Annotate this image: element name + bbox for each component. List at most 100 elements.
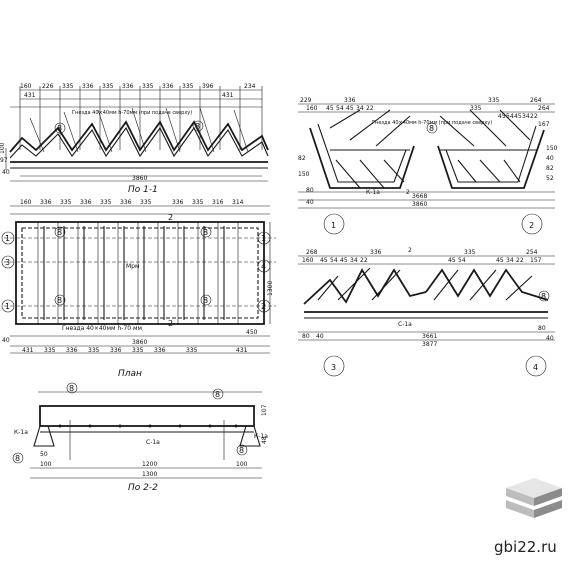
plan-dim: 335	[186, 347, 198, 354]
plan-dim: 336	[154, 347, 166, 354]
frame-3-small-dim: 45	[340, 257, 348, 264]
plan-dim: 316	[212, 199, 224, 206]
watermark-text: gbi22.ru	[494, 538, 557, 556]
frame-2-side-dim: 40	[546, 155, 554, 162]
section-1-1-dim: 335	[142, 83, 154, 90]
frame-4-small-dim: 34	[506, 257, 514, 264]
section-1-1-dim: 396	[202, 83, 214, 90]
frame-4-side-dim: 80	[538, 325, 546, 332]
frame-1-small-dim: 45	[326, 105, 334, 112]
frame-3-small-dim: 22	[360, 257, 368, 264]
plan-callout: 8	[203, 228, 208, 237]
plan-section-mark: 3	[5, 258, 10, 267]
section-1-1-side-dim: 100	[0, 142, 6, 154]
frame-4-dim: 254	[526, 249, 538, 256]
plan-dim: 335	[100, 199, 112, 206]
section-2-2-side-dim: 107	[261, 404, 268, 416]
section-2-2-title: По 2-2	[128, 483, 158, 493]
plan-side-dim: 40	[2, 337, 10, 344]
frame-1-small-dim: 45	[346, 105, 354, 112]
frame-1-cut: 2	[406, 189, 410, 196]
section-1-1-dim: 431	[222, 92, 234, 99]
frame-2-small-dim: 45	[514, 113, 522, 120]
frame-4-dim: 335	[464, 249, 476, 256]
section-2-2-label: К-1а	[14, 429, 28, 436]
section-1-1-dim: 336	[122, 83, 134, 90]
plan-dim: 335	[44, 347, 56, 354]
frame-4-small-dim: 54	[458, 257, 466, 264]
section-1-1-dim: 335	[102, 83, 114, 90]
section-1-1-dim: 336	[162, 83, 174, 90]
plan-section-mark: 4	[261, 262, 266, 271]
plan-view: План 3860 Гнезда 40×40мм h-70 мм Мрм 160…	[1, 199, 276, 379]
section-2-2-dim: 100	[236, 461, 248, 468]
frame-1-side-dim: 82	[298, 155, 306, 162]
frame-1-dim: 336	[344, 97, 356, 104]
frame-1-bottom-dim: 3668	[412, 193, 427, 200]
section-1-1-total: 3860	[132, 175, 147, 182]
frame-3-dim: 336	[370, 249, 382, 256]
frame-3-small-dim: 54	[330, 257, 338, 264]
frame-4-bottom-dim: 3877	[422, 341, 437, 348]
plan-dim: 431	[22, 347, 34, 354]
section-1-1-dim: 335	[182, 83, 194, 90]
section-1-1-dim: 336	[82, 83, 94, 90]
frame-1-label: К-1а	[366, 189, 380, 196]
plan-dim: 336	[80, 199, 92, 206]
frame-1-dim: 335	[488, 97, 500, 104]
frame-2-callout: 8	[429, 124, 434, 133]
frame-1-mark: 1	[331, 221, 336, 230]
section-1-1: По 1-1 3860 Гнезда 40×40мм h-70мм (при п…	[0, 83, 269, 195]
section-1-1-side-dim: 40	[2, 169, 10, 176]
plan-total: 3860	[132, 339, 147, 346]
section-1-1-note: Гнезда 40×40мм h-70мм (при подаче сверху…	[72, 110, 192, 116]
section-2-2-label: К-1а	[254, 433, 268, 440]
frame-3-callout: 8	[541, 292, 546, 301]
frame-2-dim: 264	[538, 105, 550, 112]
frame-4-small-dim: 157	[530, 257, 542, 264]
section-2-2-dim: 100	[40, 461, 52, 468]
plan-cut-mark: 2	[168, 319, 173, 328]
section-1-1-dim: 431	[24, 92, 36, 99]
frame-1-small-dim: 34	[356, 105, 364, 112]
plan-section-mark: 1	[5, 234, 10, 243]
plan-dim: 336	[120, 199, 132, 206]
frame-2-dim: 335	[470, 105, 482, 112]
section-1-1-dim: 234	[244, 83, 256, 90]
section-2-2-callout: 8	[215, 390, 220, 399]
frame-3-mark: 3	[331, 363, 336, 372]
plan-dim: 336	[110, 347, 122, 354]
section-2-2-dim: 1200	[142, 461, 157, 468]
plan-callout: 8	[57, 228, 62, 237]
frame-3-side-dim: 80	[302, 333, 310, 340]
plan-title: План	[118, 369, 142, 379]
plan-dim: 431	[236, 347, 248, 354]
frame-2-small-dim: 167	[538, 121, 550, 128]
frame-2-side-dim: 52	[546, 175, 554, 182]
frame-1-small-dim: 22	[366, 105, 374, 112]
frame-4-mark: 4	[533, 363, 538, 372]
frame-2-small-dim: 34	[522, 113, 530, 120]
section-1-1-title: По 1-1	[128, 185, 158, 195]
frame-1-side-dim: 80	[306, 187, 314, 194]
section-2-2-label: С-1а	[146, 439, 160, 446]
frame-1-side-dim: 150	[298, 171, 310, 178]
frame-3-dim: 268	[306, 249, 318, 256]
plan-callout: 8	[203, 296, 208, 305]
frame-1-side-dim: 40	[306, 199, 314, 206]
plan-dim: 335	[132, 347, 144, 354]
plan-dim: 335	[192, 199, 204, 206]
plan-dim: 160	[20, 199, 32, 206]
frame-1-small-dim: 54	[336, 105, 344, 112]
frame-3-4-view: 268 336 160 45 54 45 34 22 С-1а 2 80 40 …	[298, 247, 555, 377]
section-2-2-side-dim: 50	[40, 451, 48, 458]
frame-2-small-dim: 45	[498, 113, 506, 120]
plan-side-dim: 450	[246, 329, 258, 336]
plan-cut-mark: 2	[168, 213, 173, 222]
frame-4-bottom-dim: 3661	[422, 333, 437, 340]
frame-1-dim: 229	[300, 97, 312, 104]
frame-1-bottom-dim: 3860	[412, 201, 427, 208]
section-2-2: По 2-2 1300 100 1200 100 107 48 50 К-1а …	[12, 382, 268, 493]
